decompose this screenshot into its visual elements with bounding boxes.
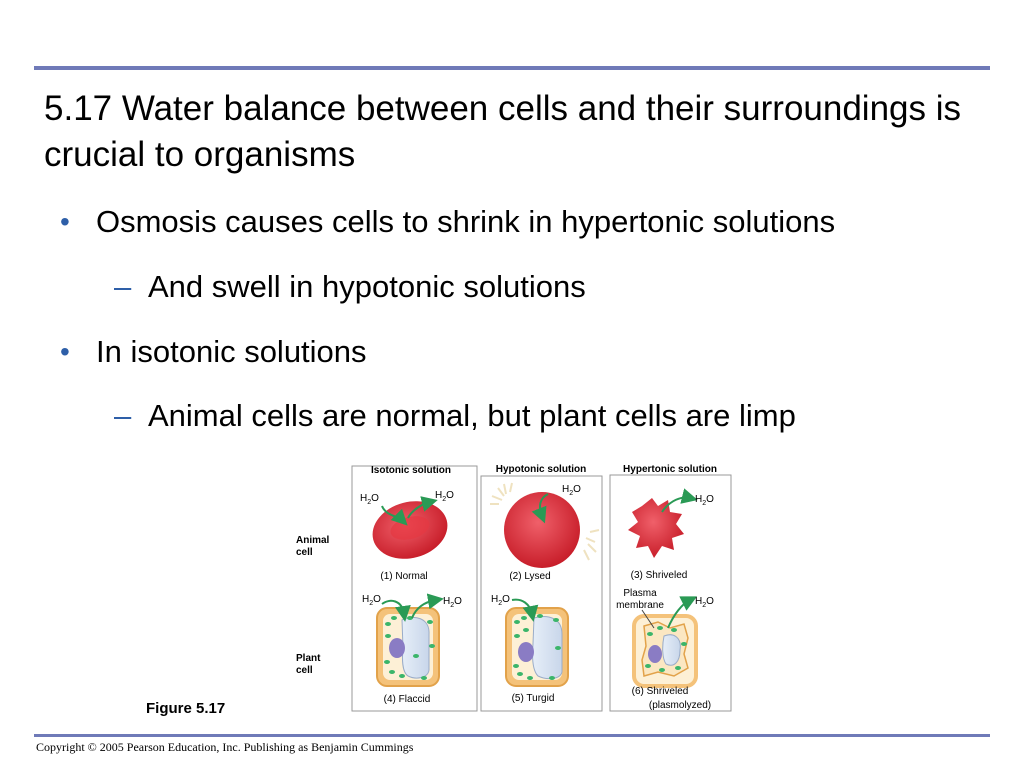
water-arrow-out: [411, 593, 444, 619]
red-blood-cell-shriveled: [628, 498, 684, 558]
label-turgid: (5) Turgid: [512, 693, 555, 704]
figure-caption: Figure 5.17: [146, 700, 226, 717]
plant-cell-plasmolyzed: [632, 614, 698, 688]
water-label: H2O: [695, 494, 714, 507]
water-arrow-in: [511, 598, 539, 622]
label-membrane: membrane: [616, 600, 664, 611]
column-header-isotonic: Isotonic solution: [371, 465, 451, 476]
water-arrow-out: [407, 496, 438, 519]
water-arrow-in: [381, 505, 408, 526]
bullet-mark: •: [60, 206, 70, 237]
label-plasmolyzed-1: (6) Shriveled: [632, 686, 689, 697]
water-label: H2O: [695, 596, 714, 609]
slide-title: 5.17 Water balance between cells and the…: [44, 89, 962, 174]
label-lysed: (2) Lysed: [509, 571, 550, 582]
water-label: H2O: [562, 484, 581, 497]
osmosis-figure: Isotonic solution Hypotonic solution Hyp…: [296, 464, 732, 712]
plant-cell-flaccid: [376, 607, 440, 687]
label-plasma: Plasma: [623, 588, 657, 599]
column-header-hypertonic: Hypertonic solution: [623, 464, 717, 475]
nucleus: [648, 645, 662, 663]
copyright-text: Copyright © 2005 Pearson Education, Inc.…: [36, 740, 414, 754]
bullet-mark: •: [60, 336, 70, 367]
plasma-membrane-pointer: [641, 609, 655, 629]
bullet-item-1: • Osmosis causes cells to shrink in hype…: [60, 204, 836, 240]
row-label-plant-cell: cell: [296, 665, 313, 676]
bullet-text: Osmosis causes cells to shrink in hypert…: [96, 204, 836, 239]
bullet-text: Animal cells are normal, but plant cells…: [148, 398, 796, 433]
label-normal: (1) Normal: [380, 571, 427, 582]
nucleus: [389, 638, 405, 658]
plant-cell-turgid: [505, 607, 569, 687]
water-arrow-in: [531, 493, 549, 524]
dash-mark: –: [114, 398, 132, 433]
bullet-text: And swell in hypotonic solutions: [148, 269, 586, 304]
water-arrow-out: [661, 488, 698, 513]
label-flaccid: (4) Flaccid: [384, 694, 431, 705]
label-shriveled: (3) Shriveled: [631, 570, 688, 581]
label-plasmolyzed-2: (plasmolyzed): [649, 700, 711, 711]
water-label: H2O: [435, 490, 454, 503]
bullet-item-2: – And swell in hypotonic solutions: [114, 269, 586, 305]
water-label: H2O: [491, 594, 510, 607]
red-blood-cell-lysed: [490, 482, 600, 568]
dash-mark: –: [114, 269, 132, 304]
water-label: H2O: [362, 594, 381, 607]
row-label-animal-cell: cell: [296, 547, 313, 558]
water-arrow-in: [381, 599, 411, 622]
top-rule: [34, 66, 990, 70]
water-label: H2O: [443, 596, 462, 609]
water-arrow-out: [667, 596, 698, 629]
bullet-item-4: – Animal cells are normal, but plant cel…: [114, 398, 796, 434]
column-header-hypotonic: Hypotonic solution: [496, 464, 587, 475]
bottom-rule: [34, 734, 990, 737]
row-label-plant: Plant: [296, 653, 321, 664]
bullet-text: In isotonic solutions: [96, 334, 367, 369]
nucleus: [518, 642, 534, 662]
row-label-animal: Animal: [296, 535, 330, 546]
water-label: H2O: [360, 493, 379, 506]
bullet-item-3: • In isotonic solutions: [60, 334, 367, 370]
